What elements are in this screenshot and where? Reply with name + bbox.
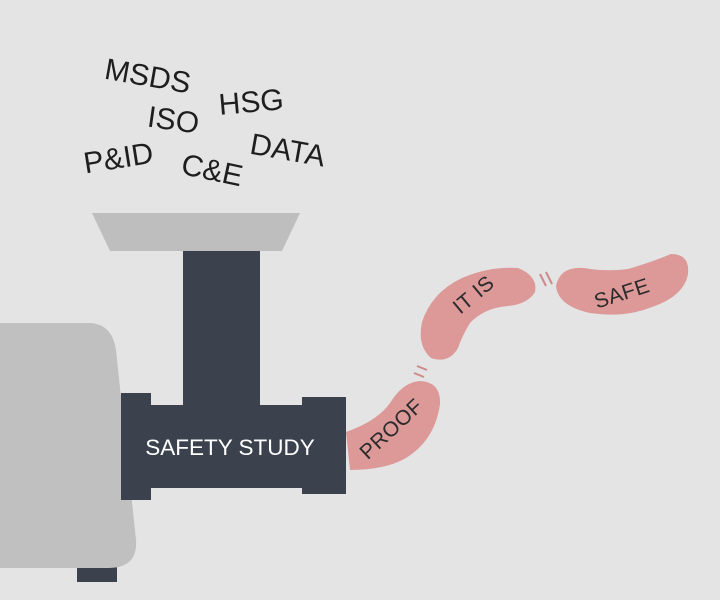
sausage-link-2	[539, 271, 553, 287]
grinder-neck	[183, 251, 260, 411]
ingredient-pid: P&ID	[81, 137, 155, 181]
grinder-left-collar	[121, 393, 151, 500]
grinder-base	[0, 323, 137, 568]
ingredient-msds: MSDS	[102, 53, 193, 101]
sausage-safe	[556, 254, 689, 315]
ingredient-iso: ISO	[145, 101, 201, 141]
ingredient-ce: C&E	[178, 148, 245, 193]
grinder-right-collar	[302, 397, 346, 494]
sausage-link-1	[413, 365, 428, 378]
sausage-it-is	[420, 267, 536, 360]
grinder-hopper	[92, 213, 300, 251]
grinder-body-label: SAFETY STUDY	[145, 435, 315, 460]
sausage-proof	[346, 381, 441, 470]
ingredient-hsg: HSG	[217, 83, 285, 122]
ingredient-data: DATA	[248, 128, 328, 174]
grinder-body	[150, 405, 304, 488]
